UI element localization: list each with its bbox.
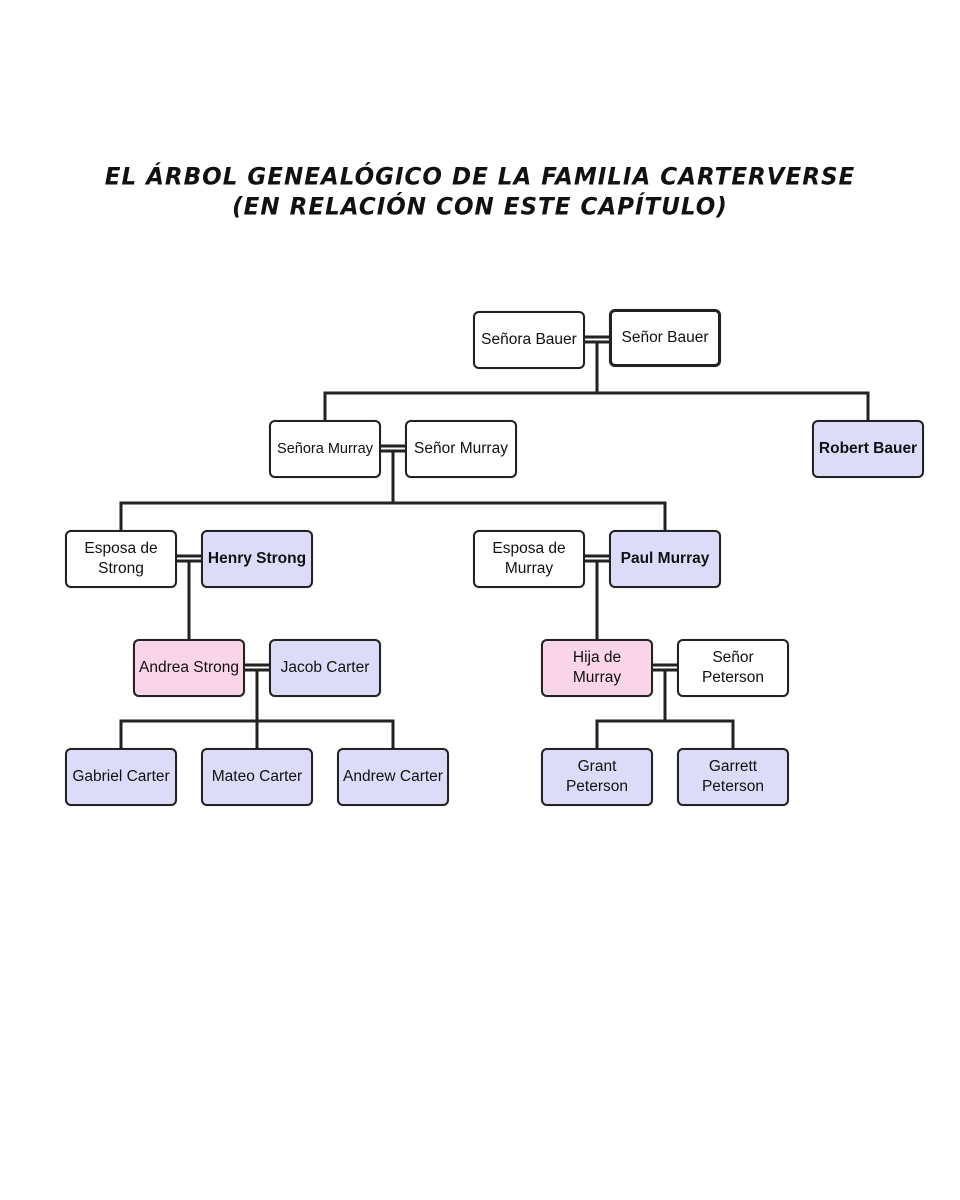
node-label: Señora Murray [277, 441, 373, 457]
node-esposa-murray: Esposa de Murray [473, 530, 585, 588]
node-label: Paul Murray [620, 550, 710, 567]
node-robert-bauer: Robert Bauer [812, 420, 924, 478]
node-andrew-carter: Andrew Carter [337, 748, 449, 806]
node-label: Robert Bauer [818, 440, 918, 457]
node-label: Gabriel Carter [72, 768, 170, 785]
node-gabriel-carter: Gabriel Carter [65, 748, 177, 806]
node-hija-murray: Hija de Murray [541, 639, 653, 697]
node-mateo-carter: Mateo Carter [201, 748, 313, 806]
node-senor-murray: Señor Murray [405, 420, 517, 478]
node-label: Esposa de Strong [84, 540, 158, 577]
node-paul-murray: Paul Murray [609, 530, 721, 588]
node-label: Garrett Peterson [701, 758, 765, 795]
node-label: Hija de Murray [572, 649, 622, 686]
sibling-bar-murray [119, 501, 667, 532]
node-label: Esposa de Murray [492, 540, 566, 577]
node-senora-murray: Señora Murray [269, 420, 381, 478]
node-label: Señor Murray [414, 440, 508, 457]
node-label: Henry Strong [207, 550, 307, 567]
sibling-bar-peterson [595, 719, 735, 750]
node-label: Grant Peterson [565, 758, 629, 795]
node-label: Andrea Strong [139, 659, 239, 676]
diagram-title: El árbol genealógico de la familia Carte… [104, 163, 856, 191]
node-label: Señora Bauer [481, 331, 577, 348]
node-senor-peterson: Señor Peterson [677, 639, 789, 697]
node-jacob-carter: Jacob Carter [269, 639, 381, 697]
node-label: Señor Peterson [701, 649, 765, 686]
node-label: Andrew Carter [343, 768, 443, 785]
node-label: Jacob Carter [280, 659, 370, 676]
node-andrea-strong: Andrea Strong [133, 639, 245, 697]
node-garrett-peterson: Garrett Peterson [677, 748, 789, 806]
node-grant-peterson: Grant Peterson [541, 748, 653, 806]
node-label: Señor Bauer [621, 329, 709, 346]
sibling-bar-bauer [323, 391, 870, 422]
node-label: Mateo Carter [211, 768, 303, 785]
node-esposa-strong: Esposa de Strong [65, 530, 177, 588]
node-senora-bauer: Señora Bauer [473, 311, 585, 369]
diagram-subtitle: (en relación con este capítulo) [232, 193, 728, 221]
node-henry-strong: Henry Strong [201, 530, 313, 588]
node-senor-bauer: Señor Bauer [609, 309, 721, 367]
